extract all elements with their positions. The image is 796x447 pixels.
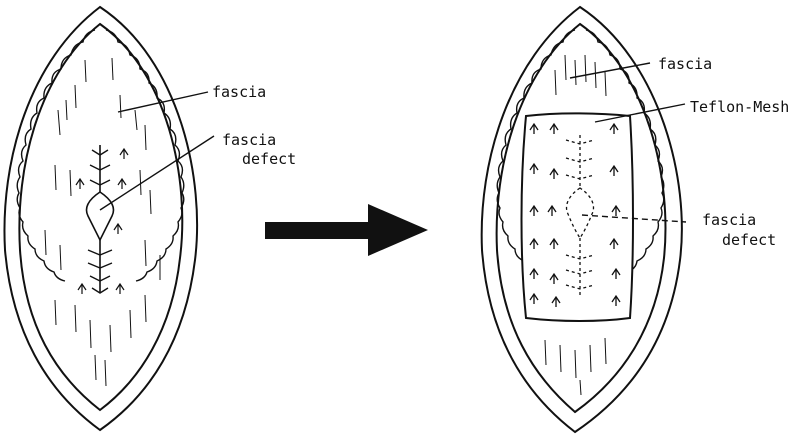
right-mesh-leader — [595, 104, 685, 122]
left-suture-ys — [76, 149, 128, 294]
left-wound — [4, 7, 197, 430]
left-fascia-defect — [76, 145, 128, 294]
left-wound-scallops-left — [17, 30, 95, 281]
right-mesh-label: Teflon-Mesh — [690, 98, 789, 116]
right-defect-label-line1: fascia — [702, 211, 756, 229]
left-fascia-label: fascia — [212, 83, 266, 101]
right-fascia-label: fascia — [658, 55, 712, 73]
right-defect-label-line2: defect — [722, 231, 776, 249]
left-defect-label-line2: defect — [242, 150, 296, 168]
left-wound-outer — [4, 7, 197, 430]
left-wound-inner — [19, 24, 182, 410]
left-defect-label-line1: fascia — [222, 131, 276, 149]
right-arrow-icon — [265, 204, 428, 256]
left-defect-opening — [87, 192, 114, 240]
